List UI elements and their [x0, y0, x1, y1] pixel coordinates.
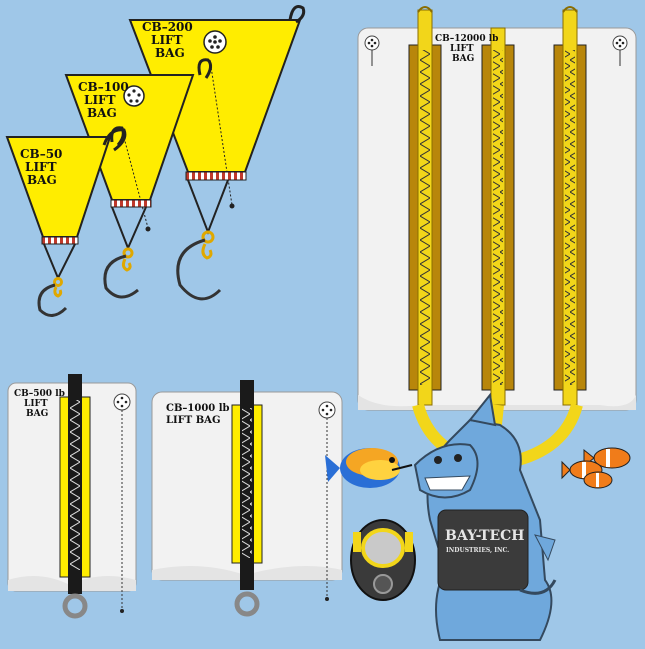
shackle-icon — [201, 230, 215, 244]
cb12000-label-line3: BAG — [452, 54, 474, 64]
mascot-shirt-line1: BAY-TECH — [445, 528, 525, 544]
fill-valve-icon — [318, 401, 336, 419]
cb1000-label-line1: CB–1000 lb — [166, 403, 230, 414]
cb200-lift-bag: CB–200 LIFT BAG — [128, 5, 306, 301]
cb50-label-line3: BAG — [27, 173, 57, 187]
yellow-tang-icon — [325, 448, 413, 488]
clownfish-icon — [561, 447, 631, 489]
cb1000-lift-bag: CB–1000 lb LIFT BAG — [151, 380, 343, 617]
shackle-icon — [53, 277, 63, 287]
fill-valve-icon — [123, 85, 145, 107]
dive-helmet-icon — [350, 519, 416, 601]
cb500-label-line2: LIFT — [24, 399, 48, 409]
cb50-lift-bag: CB–50 LIFT BAG — [5, 128, 127, 317]
top-loop-icon — [102, 128, 127, 152]
cb200-label-line1: CB–200 — [142, 20, 193, 34]
cb100-label-line3: BAG — [87, 106, 117, 120]
fill-valve-icon — [364, 35, 380, 51]
cb500-label-line1: CB–500 lb — [14, 389, 65, 399]
top-loop-icon — [288, 5, 306, 24]
cb500-lift-bag: CB–500 lb LIFT BAG — [7, 374, 137, 619]
cb1000-label-line2: LIFT BAG — [166, 415, 220, 426]
shackle-icon — [234, 591, 260, 617]
shackle-icon — [122, 247, 134, 259]
shark-mascot-icon: BAY-TECH INDUSTRIES, INC. — [413, 392, 557, 641]
cb50-label-line1: CB–50 — [20, 147, 62, 161]
cb12000-lift-bag: CB–12000 lb LIFT BAG — [357, 6, 637, 468]
shackle-icon — [62, 593, 88, 619]
fill-valve-icon — [113, 393, 131, 411]
mascot-shirt-line2: INDUSTRIES, INC. — [446, 547, 509, 554]
cb500-label-line3: BAG — [26, 409, 48, 419]
cb200-label-line2: LIFT — [151, 33, 183, 47]
fill-valve-icon — [612, 35, 628, 51]
cb200-label-line3: BAG — [155, 46, 185, 60]
cb50-label-line2: LIFT — [25, 160, 57, 174]
cb100-label-line1: CB–100 — [78, 80, 129, 94]
cb12000-label-line1: CB–12000 lb — [435, 34, 498, 44]
cb12000-label-line2: LIFT — [450, 44, 474, 54]
cb100-label-line2: LIFT — [84, 93, 116, 107]
